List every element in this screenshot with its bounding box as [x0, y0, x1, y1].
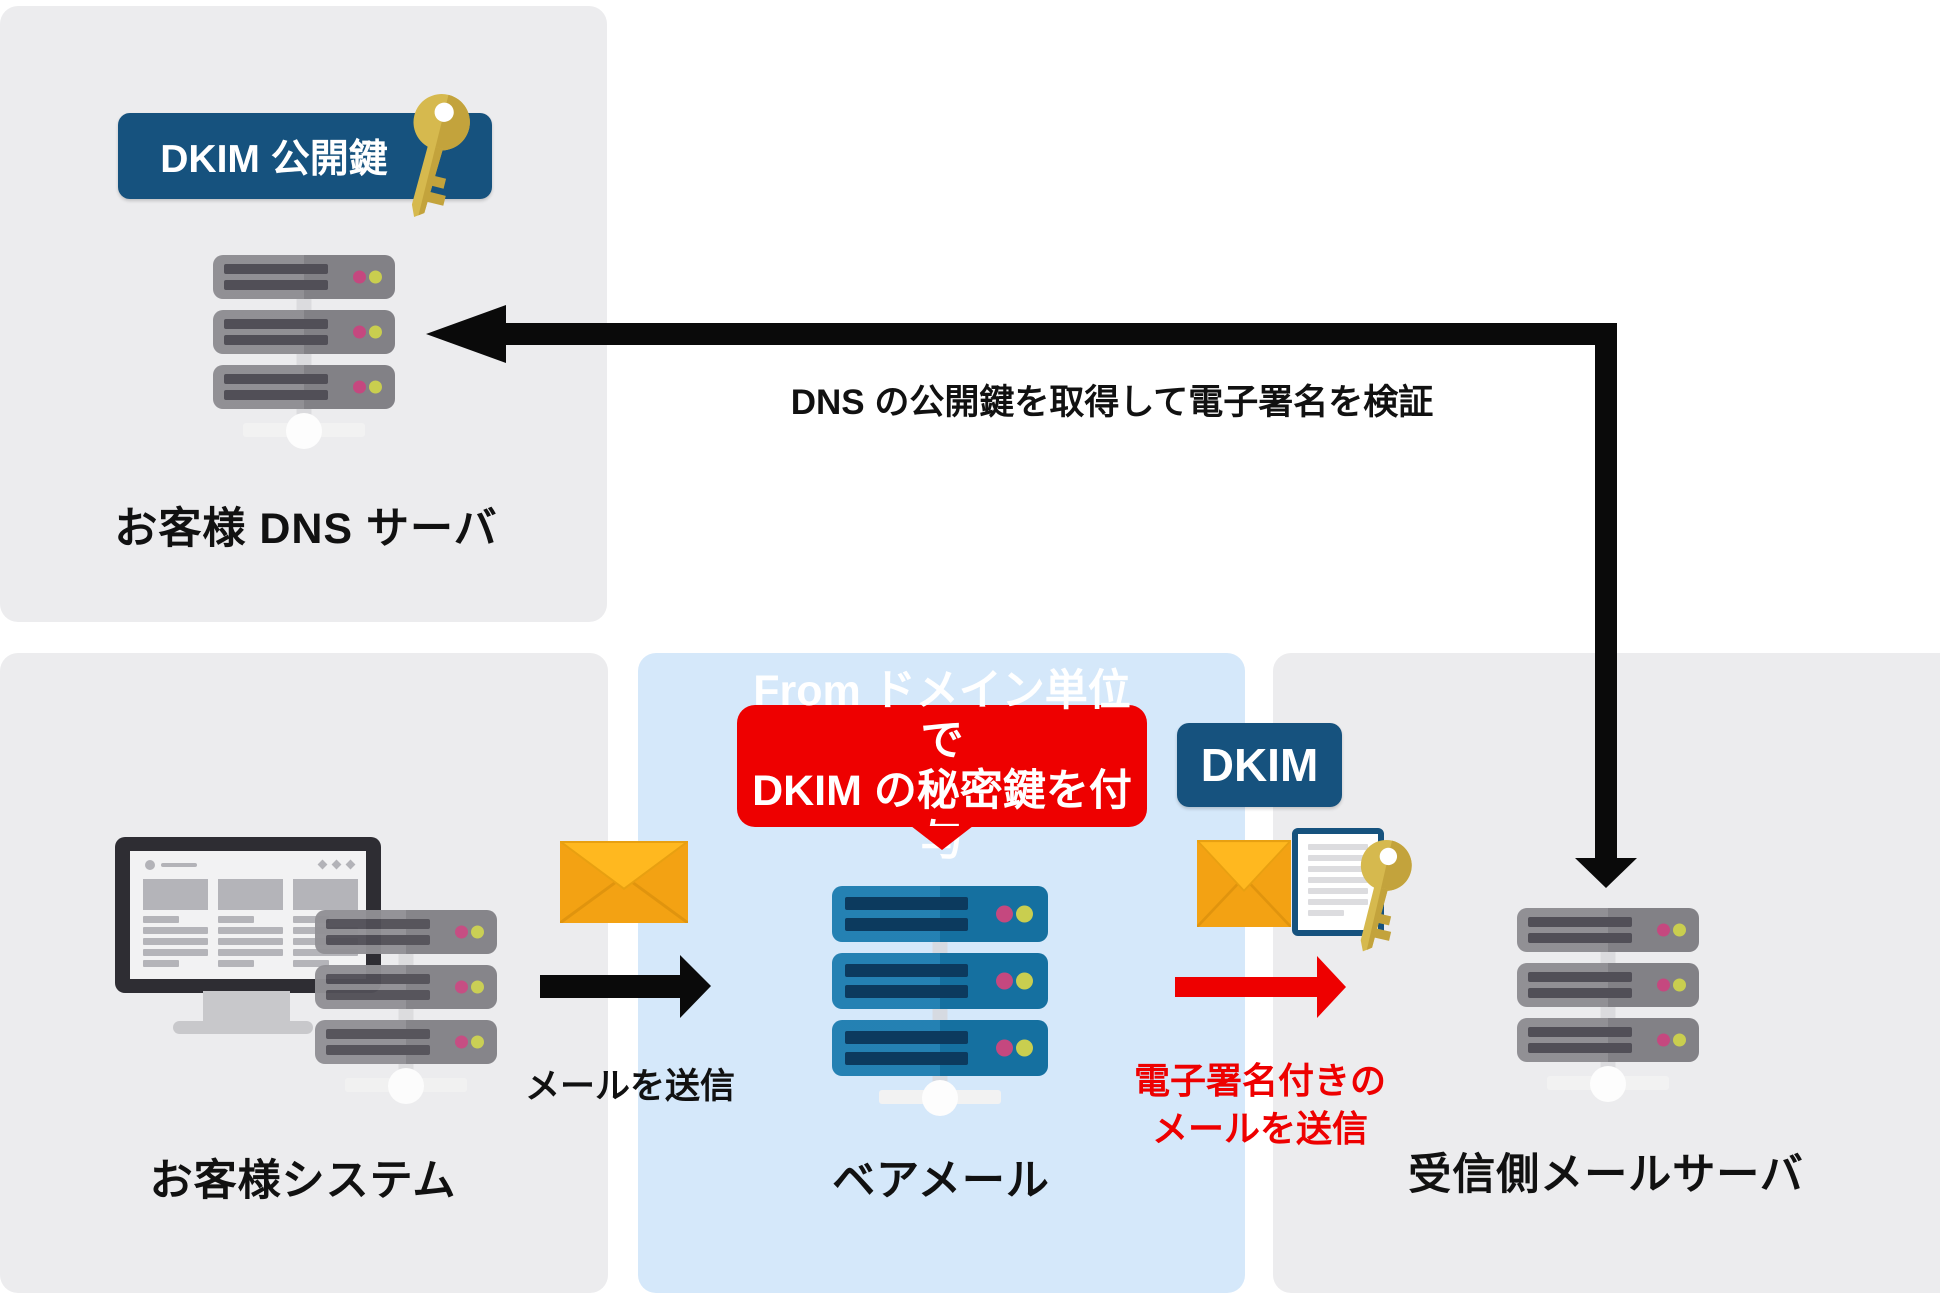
server-pedestal [243, 413, 365, 449]
verify-arrow [426, 305, 1637, 888]
server-pedestal [879, 1080, 1001, 1116]
server-unit [1517, 908, 1699, 952]
server-unit [315, 910, 497, 954]
signed-mail-label-line2: メールを送信 [1151, 1108, 1369, 1149]
server-unit [1517, 963, 1699, 1007]
server-unit [213, 310, 395, 354]
private-key-callout: From ドメイン単位で DKIM の秘密鍵を付与 [737, 667, 1147, 865]
monitor-neck [203, 991, 290, 1023]
server-unit [832, 886, 1048, 942]
dkim-badge: DKIM [1177, 723, 1342, 807]
server-unit [315, 1020, 497, 1064]
server-unit [315, 965, 497, 1009]
signed-mail-arrow [1175, 956, 1346, 1018]
send-mail-arrow [540, 955, 711, 1018]
public-key-icon [411, 94, 470, 217]
server-unit [213, 255, 395, 299]
private-key-icon [1360, 840, 1412, 952]
server-unit [832, 1020, 1048, 1076]
callout-line2: DKIM の秘密鍵を付与 [752, 767, 1132, 865]
server-pedestal [1547, 1066, 1669, 1102]
verify-flow-label: DNS の公開鍵を取得して電子署名を検証 [790, 383, 1434, 422]
signed-mail-envelope-icon [1197, 840, 1291, 927]
dns-panel-label: お客様 DNS サーバ [114, 505, 498, 553]
dkim-badge-label: DKIM [1200, 739, 1319, 791]
server-pedestal [345, 1068, 467, 1104]
dns-server-icon [213, 255, 395, 449]
server-unit [213, 365, 395, 409]
receiver-server-icon [1517, 908, 1699, 1102]
customer-panel-label: お客様システム [149, 1157, 457, 1205]
monitor-base [173, 1021, 313, 1034]
baremail-panel-label: ベアメール [832, 1157, 1050, 1205]
receiver-panel-label: 受信側メールサーバ [1408, 1151, 1804, 1199]
server-unit [832, 953, 1048, 1009]
mail-envelope-icon [560, 841, 688, 923]
baremail-server-icon [832, 886, 1048, 1116]
customer-server-icon [315, 910, 497, 1104]
dkim-public-key-badge-label: DKIM 公開鍵 [160, 138, 388, 181]
callout-pointer [911, 826, 973, 850]
signed-mail-label-line1: 電子署名付きの [1133, 1060, 1387, 1101]
callout-line1: From ドメイン単位で [753, 667, 1131, 765]
server-unit [1517, 1018, 1699, 1062]
send-mail-label: メールを送信 [524, 1067, 736, 1106]
